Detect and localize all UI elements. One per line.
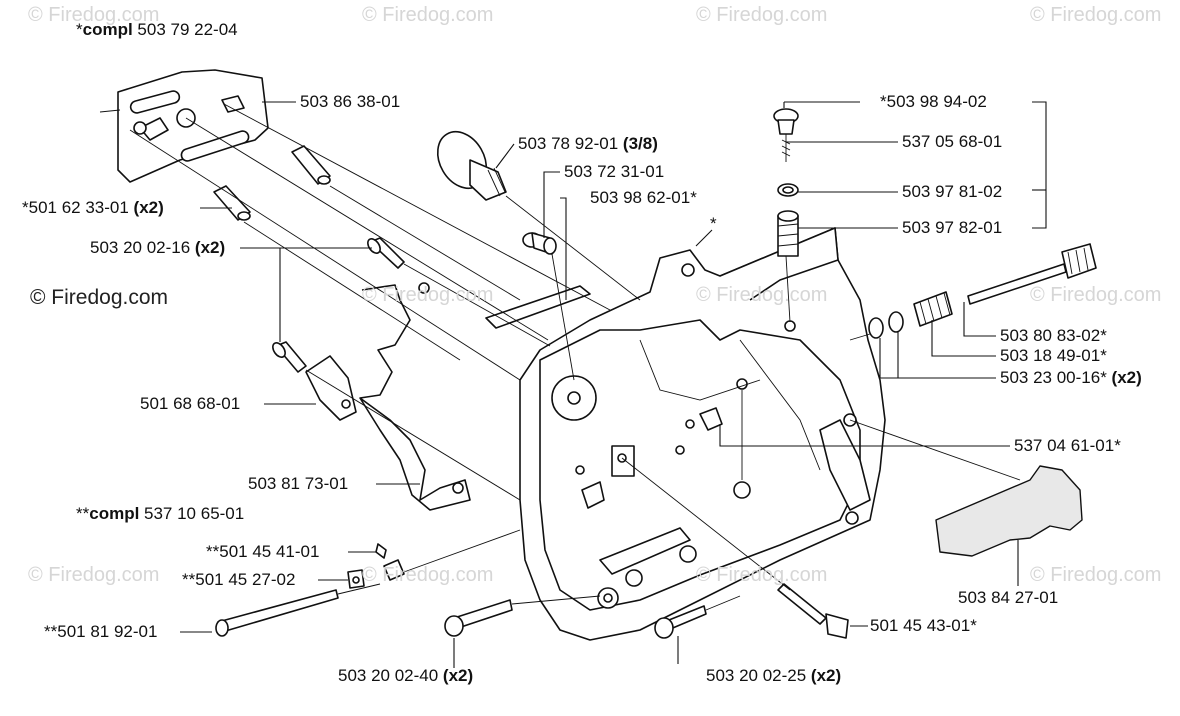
- label-chain-guide-plate: 503 86 38-01: [300, 92, 401, 111]
- label-tensioner-nut: **501 45 41-01: [206, 542, 320, 561]
- label-plug: 537 04 61-01*: [1014, 436, 1121, 455]
- watermark: © Firedog.com: [28, 564, 160, 586]
- label-valve-spring: 503 97 82-01: [902, 218, 1003, 237]
- screw-40-part: [444, 599, 513, 637]
- watermark: © Firedog.com: [362, 564, 494, 586]
- label-pump-shaft: 503 80 83-02*: [1000, 326, 1107, 345]
- pump-shaft-part: [967, 243, 1097, 305]
- watermark: © Firedog.com: [1030, 4, 1162, 26]
- pump-spring-washer-parts: [868, 291, 953, 339]
- label-guide-plate: 503 81 73-01: [248, 474, 349, 493]
- label-oil-hose: 503 98 62-01*: [590, 188, 697, 207]
- label-stud-bolt: 503 78 92-01 (3/8): [518, 134, 658, 153]
- leader-lines: [180, 101, 1047, 668]
- chain-guide-plate-part: [99, 69, 269, 183]
- label-rubber-buffer: 503 84 27-01: [958, 588, 1059, 607]
- watermark: © Firedog.com: [696, 284, 828, 306]
- label-bracket: 501 68 68-01: [140, 394, 241, 413]
- watermark: © Firedog.com: [1030, 564, 1162, 586]
- label-washer: 503 23 00-16* (x2): [1000, 368, 1142, 387]
- label-o-ring: 503 97 81-02: [902, 182, 1003, 201]
- label-valve-assembly: *503 98 94-02: [880, 92, 987, 111]
- crankcase-part: [519, 227, 886, 641]
- label-tensioner-plate: **501 45 27-02: [182, 570, 296, 589]
- watermark: © Firedog.com: [696, 4, 828, 26]
- stud-bolt-part: [436, 130, 507, 201]
- rubber-buffer-part: [935, 465, 1083, 557]
- watermark: © Firedog.com: [1030, 284, 1162, 306]
- watermark-main: © Firedog.com: [30, 286, 169, 309]
- screw-16-parts: [272, 237, 405, 373]
- label-screw-16: 503 20 02-16 (x2): [90, 238, 226, 257]
- watermark: © Firedog.com: [362, 284, 494, 306]
- screw-25-part: [654, 605, 707, 639]
- label-compl-tensioner: **compl 537 10 65-01: [76, 504, 245, 523]
- oil-hose-part: [485, 285, 591, 329]
- tensioner-parts: [215, 543, 405, 637]
- valve-assembly-parts: [773, 108, 799, 257]
- spike-pin-parts: [213, 145, 331, 221]
- watermark: © Firedog.com: [362, 4, 494, 26]
- label-screw-40: 503 20 02-40 (x2): [338, 666, 474, 685]
- guide-plate-part: [359, 284, 471, 511]
- assembly-lines: [129, 103, 1021, 611]
- label-compl-assembly: *compl 503 79 22-04: [76, 20, 238, 39]
- label-pin-screw: 501 45 43-01*: [870, 616, 977, 635]
- pin-screw-part: [777, 583, 849, 639]
- label-crankcase-star: *: [710, 214, 717, 233]
- label-spring: 503 18 49-01*: [1000, 346, 1107, 365]
- label-spike-pin: *501 62 33-01 (x2): [22, 198, 164, 217]
- label-screw-25: 503 20 02-25 (x2): [706, 666, 842, 685]
- watermark: © Firedog.com: [28, 4, 160, 26]
- watermark: © Firedog.com: [696, 564, 828, 586]
- label-tensioner-screw: **501 81 92-01: [44, 622, 158, 641]
- bracket-part: [305, 355, 357, 421]
- plug-part: [699, 407, 723, 431]
- sleeve-part: [522, 232, 557, 255]
- label-sleeve: 503 72 31-01: [564, 162, 665, 181]
- label-adjuster-screw: 537 05 68-01: [902, 132, 1003, 151]
